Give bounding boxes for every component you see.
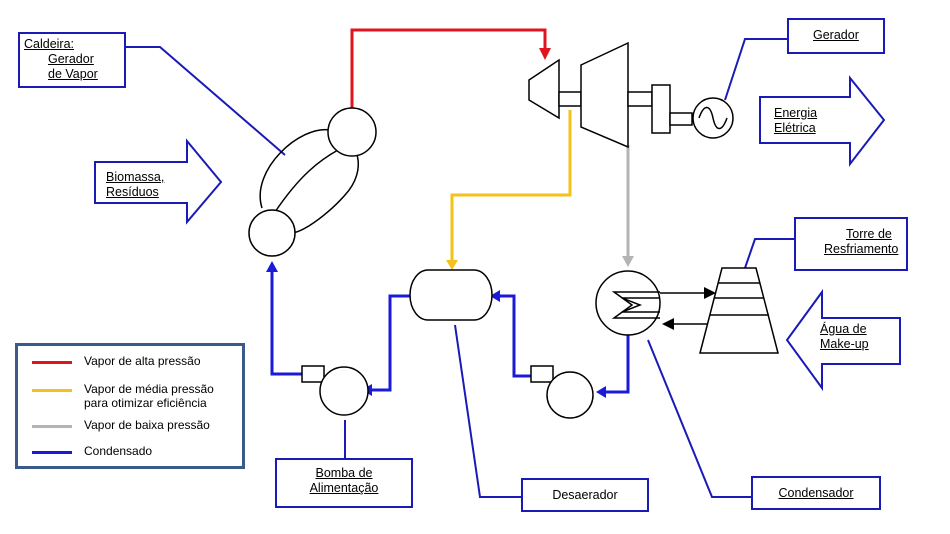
hp-turbine [528, 58, 560, 120]
deaerator-tank [409, 269, 493, 321]
high-pressure-steam-line [350, 28, 547, 108]
legend-item-high-pressure: Vapor de alta pressão [32, 354, 234, 368]
condensate-arrowhead-deaerator [490, 290, 500, 302]
legend-label-low: Vapor de baixa pressão [84, 418, 210, 432]
energia-label-line-1: Energia [774, 106, 818, 120]
bomba-label-line-1: Bomba de [315, 466, 373, 480]
legend-label-medium: Vapor de média pressão para otimizar efi… [84, 382, 214, 410]
desaerador-label-text: Desaerador [552, 488, 618, 502]
medium-pressure-steam-line [450, 110, 572, 262]
condensate-pump-body [530, 365, 554, 383]
condenser-coil [611, 291, 660, 319]
agua-label-line-2: Make-up [820, 337, 869, 351]
condensador-label: Condensador [751, 476, 881, 510]
condensador-label-text: Condensador [778, 486, 854, 500]
caldeira-callout-line [126, 46, 286, 156]
cooling-tower [699, 267, 779, 354]
caldeira-label-line-2: Gerador [48, 52, 94, 66]
agua-arrow [785, 288, 901, 392]
boiler-steam-drum [327, 107, 377, 157]
legend-swatch-medium [32, 389, 72, 392]
condensate-line-pump-to-deaerator [496, 294, 540, 378]
coupling [651, 84, 671, 134]
legend-item-medium-pressure: Vapor de média pressão para otimizar efi… [32, 382, 234, 410]
biomassa-arrow [94, 138, 223, 225]
gerador-label: Gerador [787, 18, 885, 54]
legend-label-condensate: Condensado [84, 444, 153, 458]
gerador-callout-line [724, 38, 787, 101]
condensate-line-pump-to-boiler [270, 268, 305, 376]
low-pressure-arrowhead [622, 256, 634, 267]
caldeira-label: Caldeira: Gerador de Vapor [18, 32, 126, 88]
legend-label-high: Vapor de alta pressão [84, 354, 201, 368]
lp-turbine [580, 41, 629, 149]
legend-item-low-pressure: Vapor de baixa pressão [32, 418, 234, 432]
hot-water-arrowhead [704, 287, 716, 299]
boiler-mud-drum [248, 209, 296, 257]
high-pressure-arrowhead [539, 48, 551, 60]
turbine-shaft-right [627, 91, 653, 107]
energia-arrow [759, 75, 886, 167]
agua-label-line-1: Água de [820, 322, 867, 336]
caldeira-label-line-3: de Vapor [48, 67, 98, 81]
torre-label-line-2: Resfriamento [824, 242, 899, 256]
condensate-pump [546, 371, 594, 419]
legend-swatch-condensate [32, 451, 72, 454]
biomassa-label-line-2: Resíduos [106, 185, 159, 199]
generator-sine [698, 106, 728, 130]
bomba-label-line-2: Alimentação [309, 481, 379, 495]
generator-shaft [669, 112, 693, 126]
condensador-callout-line [647, 339, 752, 498]
torre-callout-line [744, 238, 794, 269]
legend-swatch-low [32, 425, 72, 428]
biomassa-label: Biomassa, Resíduos [106, 170, 164, 200]
energia-label-line-2: Elétrica [774, 121, 816, 135]
turbine-shaft-left [558, 91, 582, 107]
torre-label: Torre de Resfriamento [794, 217, 908, 271]
desaerador-label: Desaerador [521, 478, 649, 512]
gerador-label-text: Gerador [813, 28, 859, 42]
condensate-arrowhead-boiler [266, 261, 278, 272]
feed-pump-body [301, 365, 325, 383]
legend: Vapor de alta pressão Vapor de média pre… [15, 343, 245, 469]
boiler-tube-inner [274, 149, 339, 213]
legend-item-condensate: Condensado [32, 444, 234, 458]
cold-water-arrowhead [662, 318, 674, 330]
bomba-label: Bomba de Alimentação [275, 458, 413, 508]
caldeira-label-line-1: Caldeira: [24, 37, 75, 51]
desaerador-callout-line [454, 324, 523, 498]
torre-label-line-1: Torre de [846, 227, 892, 241]
medium-pressure-arrowhead [446, 260, 458, 270]
condensate-line-deaerator-to-pump [370, 294, 411, 392]
condensate-line-condenser-to-pump [605, 335, 630, 394]
agua-label: Água de Make-up [820, 322, 869, 352]
legend-swatch-high [32, 361, 72, 364]
biomassa-label-line-1: Biomassa, [106, 170, 165, 184]
feed-pump [319, 366, 369, 416]
condenser-coil-inner [621, 297, 660, 313]
condensate-arrowhead-condenser-pump [596, 386, 606, 398]
energia-label: Energia Elétrica [774, 106, 817, 136]
